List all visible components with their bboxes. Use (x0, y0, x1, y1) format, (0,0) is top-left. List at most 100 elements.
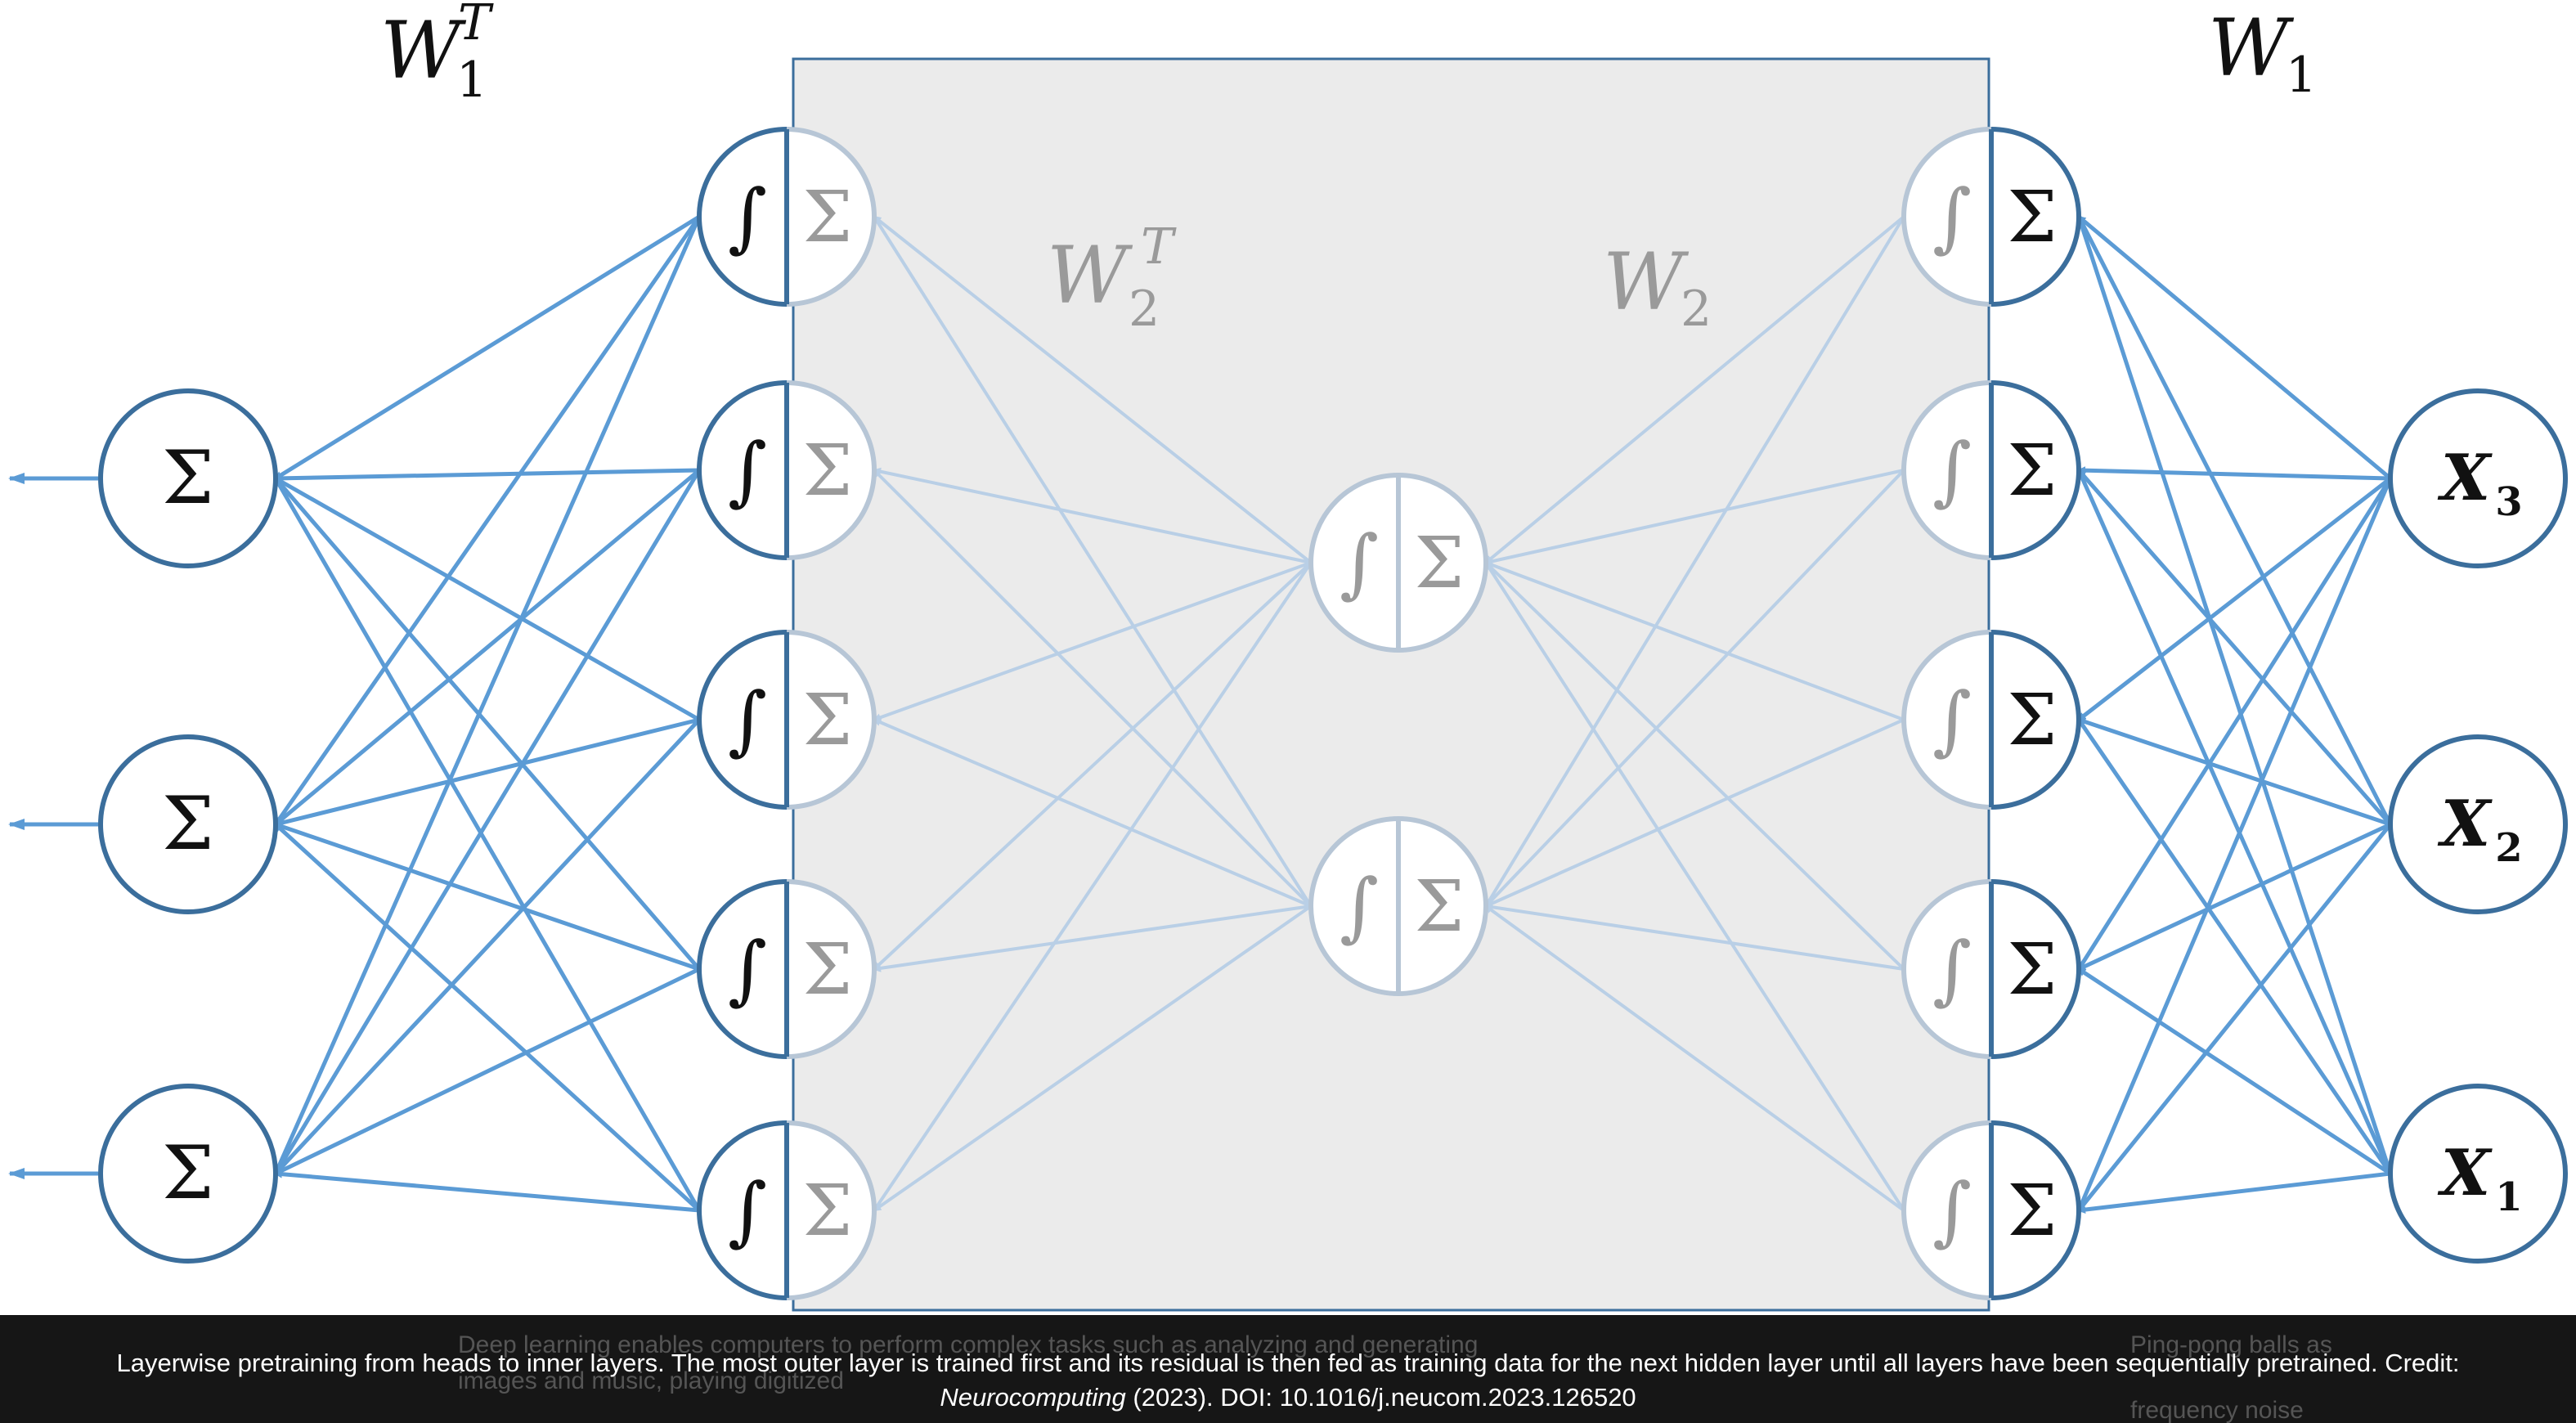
sum-symbol: Σ (162, 435, 214, 521)
connection-edge (274, 718, 701, 1175)
integral-symbol: ∫ (1932, 1167, 1972, 1255)
connection-edge (2077, 717, 2391, 827)
connection-edge (873, 561, 1313, 971)
sum-symbol: Σ (162, 1130, 214, 1216)
sum-symbol: Σ (2008, 177, 2058, 258)
decoder-hidden-node: ∫Σ (697, 127, 877, 307)
integral-symbol: ∫ (728, 676, 767, 764)
sum-symbol: Σ (803, 430, 853, 512)
caption-doi: (2023). DOI: 10.1016/j.neucom.2023.12652… (1125, 1383, 1636, 1412)
integral-symbol: ∫ (1932, 427, 1972, 514)
active-edges (273, 214, 2393, 1214)
connection-edge (873, 561, 1313, 1212)
connection-edge (274, 822, 700, 972)
encoder-hidden-node: ∫Σ (1901, 879, 2081, 1059)
connection-edge (1484, 561, 1905, 721)
sum-symbol: Σ (2008, 680, 2058, 761)
connection-edge (2077, 477, 2392, 721)
label-w2-transpose: W (1047, 230, 1133, 321)
integral-symbol: ∫ (1340, 519, 1379, 607)
decoder-hidden-node: ∫Σ (697, 1120, 877, 1300)
connection-edge (873, 467, 1312, 564)
integral-symbol: ∫ (728, 926, 767, 1013)
connection-edge (2077, 466, 2391, 481)
background-article-text: Deep learning enables computers to perfo… (458, 1331, 1479, 1358)
encoder-hidden-node: ∫Σ (1901, 127, 2081, 307)
connection-edge (1484, 469, 1905, 908)
connection-edge (273, 215, 702, 826)
input-label: X (2437, 787, 2493, 861)
decoder-hidden-node: ∫Σ (697, 380, 877, 560)
sum-symbol: Σ (2008, 430, 2058, 512)
connection-edge (1484, 903, 1905, 971)
connection-edge (2076, 215, 2393, 1174)
connection-edge (873, 905, 1312, 972)
input-subscript: 3 (2495, 479, 2522, 525)
connection-edge (274, 967, 701, 1176)
connection-edge (273, 215, 702, 1175)
bottleneck-node: ∫Σ (1308, 816, 1488, 996)
label-w2-transpose-sub: 2 (1129, 281, 1160, 338)
sum-symbol: Σ (162, 781, 214, 867)
connection-edge (1484, 718, 1905, 908)
connection-edge (2076, 478, 2393, 1212)
connection-edge (873, 561, 1312, 721)
connection-edge (273, 477, 702, 1212)
background-related-title: Ping-pong balls as (2130, 1331, 2332, 1358)
label-w1-sub: 1 (2286, 47, 2317, 104)
output-node: Σ (98, 734, 278, 914)
bottleneck-node: ∫Σ (1308, 473, 1488, 653)
connection-edge (873, 469, 1313, 908)
integral-symbol: ∫ (1932, 926, 1972, 1013)
connection-edge (1484, 215, 1905, 564)
input-subscript: 2 (2495, 825, 2522, 871)
connection-edge (1484, 215, 1905, 908)
integral-symbol: ∫ (728, 173, 767, 261)
connection-edge (2077, 822, 2392, 972)
sum-symbol: Σ (803, 680, 853, 761)
connection-edge (2077, 823, 2392, 1212)
connection-edge (274, 823, 701, 1212)
encoder-hidden-node: ∫Σ (1901, 1120, 2081, 1300)
sum-symbol: Σ (2008, 929, 2058, 1011)
label-w2-sub: 2 (1681, 281, 1712, 338)
connection-edge (274, 469, 701, 826)
connection-edge (2077, 967, 2392, 1176)
connection-edge (1484, 469, 1905, 566)
connection-edge (873, 905, 1313, 1212)
sum-symbol: Σ (803, 1170, 853, 1252)
caption-text: Layerwise pretraining from heads to inne… (116, 1349, 2460, 1377)
connection-edge (274, 214, 701, 481)
connection-edge (2077, 469, 2392, 826)
caption-journal: Neurocomputing (940, 1383, 1126, 1412)
connection-edge (2077, 215, 2392, 480)
sum-symbol: Σ (803, 177, 853, 258)
background-article-text: images and music, playing digitized (458, 1367, 844, 1394)
decoder-hidden-node: ∫Σ (697, 879, 877, 1059)
connection-edge (274, 468, 700, 483)
connection-edge (274, 717, 700, 827)
connection-edge (1484, 561, 1905, 971)
integral-symbol: ∫ (1340, 863, 1379, 950)
sum-symbol: Σ (1415, 523, 1465, 604)
integral-symbol: ∫ (1932, 173, 1972, 261)
connection-edge (2076, 477, 2393, 971)
integral-symbol: ∫ (1932, 676, 1972, 764)
caption-credit: Neurocomputing (2023). DOI: 10.1016/j.ne… (0, 1380, 2576, 1415)
label-w1: W (2208, 2, 2295, 94)
connection-edge (873, 215, 1313, 908)
connection-edge (274, 476, 701, 722)
label-w2: W (1603, 236, 1690, 328)
output-node: Σ (98, 1084, 278, 1264)
label-w1-transpose-sup: T (458, 0, 494, 52)
inner-layers-panel (792, 57, 1990, 1312)
output-node: Σ (98, 388, 278, 568)
encoder-hidden-node: ∫Σ (1901, 380, 2081, 560)
connection-edge (1484, 561, 1905, 1212)
input-label: X (2437, 1136, 2493, 1210)
